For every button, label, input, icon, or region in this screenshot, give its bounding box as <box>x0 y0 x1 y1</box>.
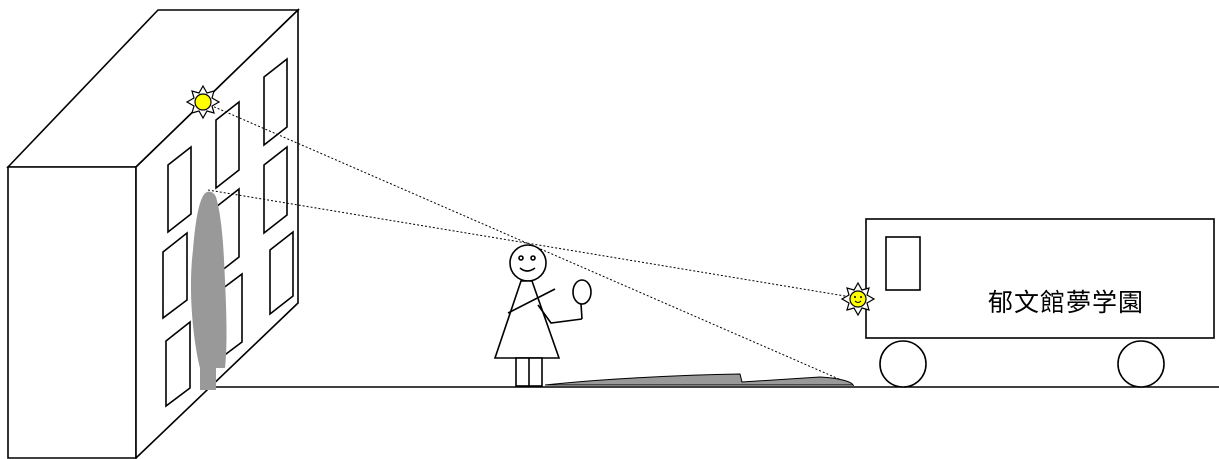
window <box>269 230 294 316</box>
building-windows <box>162 57 294 408</box>
building <box>6 8 300 459</box>
light-rays <box>202 101 858 387</box>
figure-eye-right <box>530 255 536 261</box>
sun-icon <box>185 84 221 120</box>
window <box>165 320 191 408</box>
truck-body <box>865 218 1215 339</box>
window <box>215 100 240 190</box>
ray-truck-light <box>207 189 858 299</box>
truck <box>865 218 1215 388</box>
figure-handle <box>580 303 583 320</box>
sun-icon <box>840 281 876 317</box>
figure-head <box>509 244 547 282</box>
window <box>263 145 288 235</box>
truck-wheel-front <box>879 340 927 388</box>
wall-shadow <box>190 191 227 390</box>
building-front-face <box>7 166 137 459</box>
ray-top-light <box>202 101 856 387</box>
truck-window <box>885 236 921 291</box>
window <box>263 57 288 147</box>
stick-figure <box>493 244 592 387</box>
ground-shadow <box>544 373 854 386</box>
figure-arm-left <box>507 288 556 314</box>
figure-body <box>493 280 561 359</box>
truck-wheel-rear <box>1117 340 1165 388</box>
figure-arm-right <box>537 304 583 324</box>
window <box>162 231 188 320</box>
figure-eye-left <box>518 255 524 261</box>
round-card <box>572 279 592 305</box>
figure-mouth <box>519 267 536 272</box>
truck-label: 郁文館夢学園 <box>988 288 1145 317</box>
window <box>167 145 192 234</box>
